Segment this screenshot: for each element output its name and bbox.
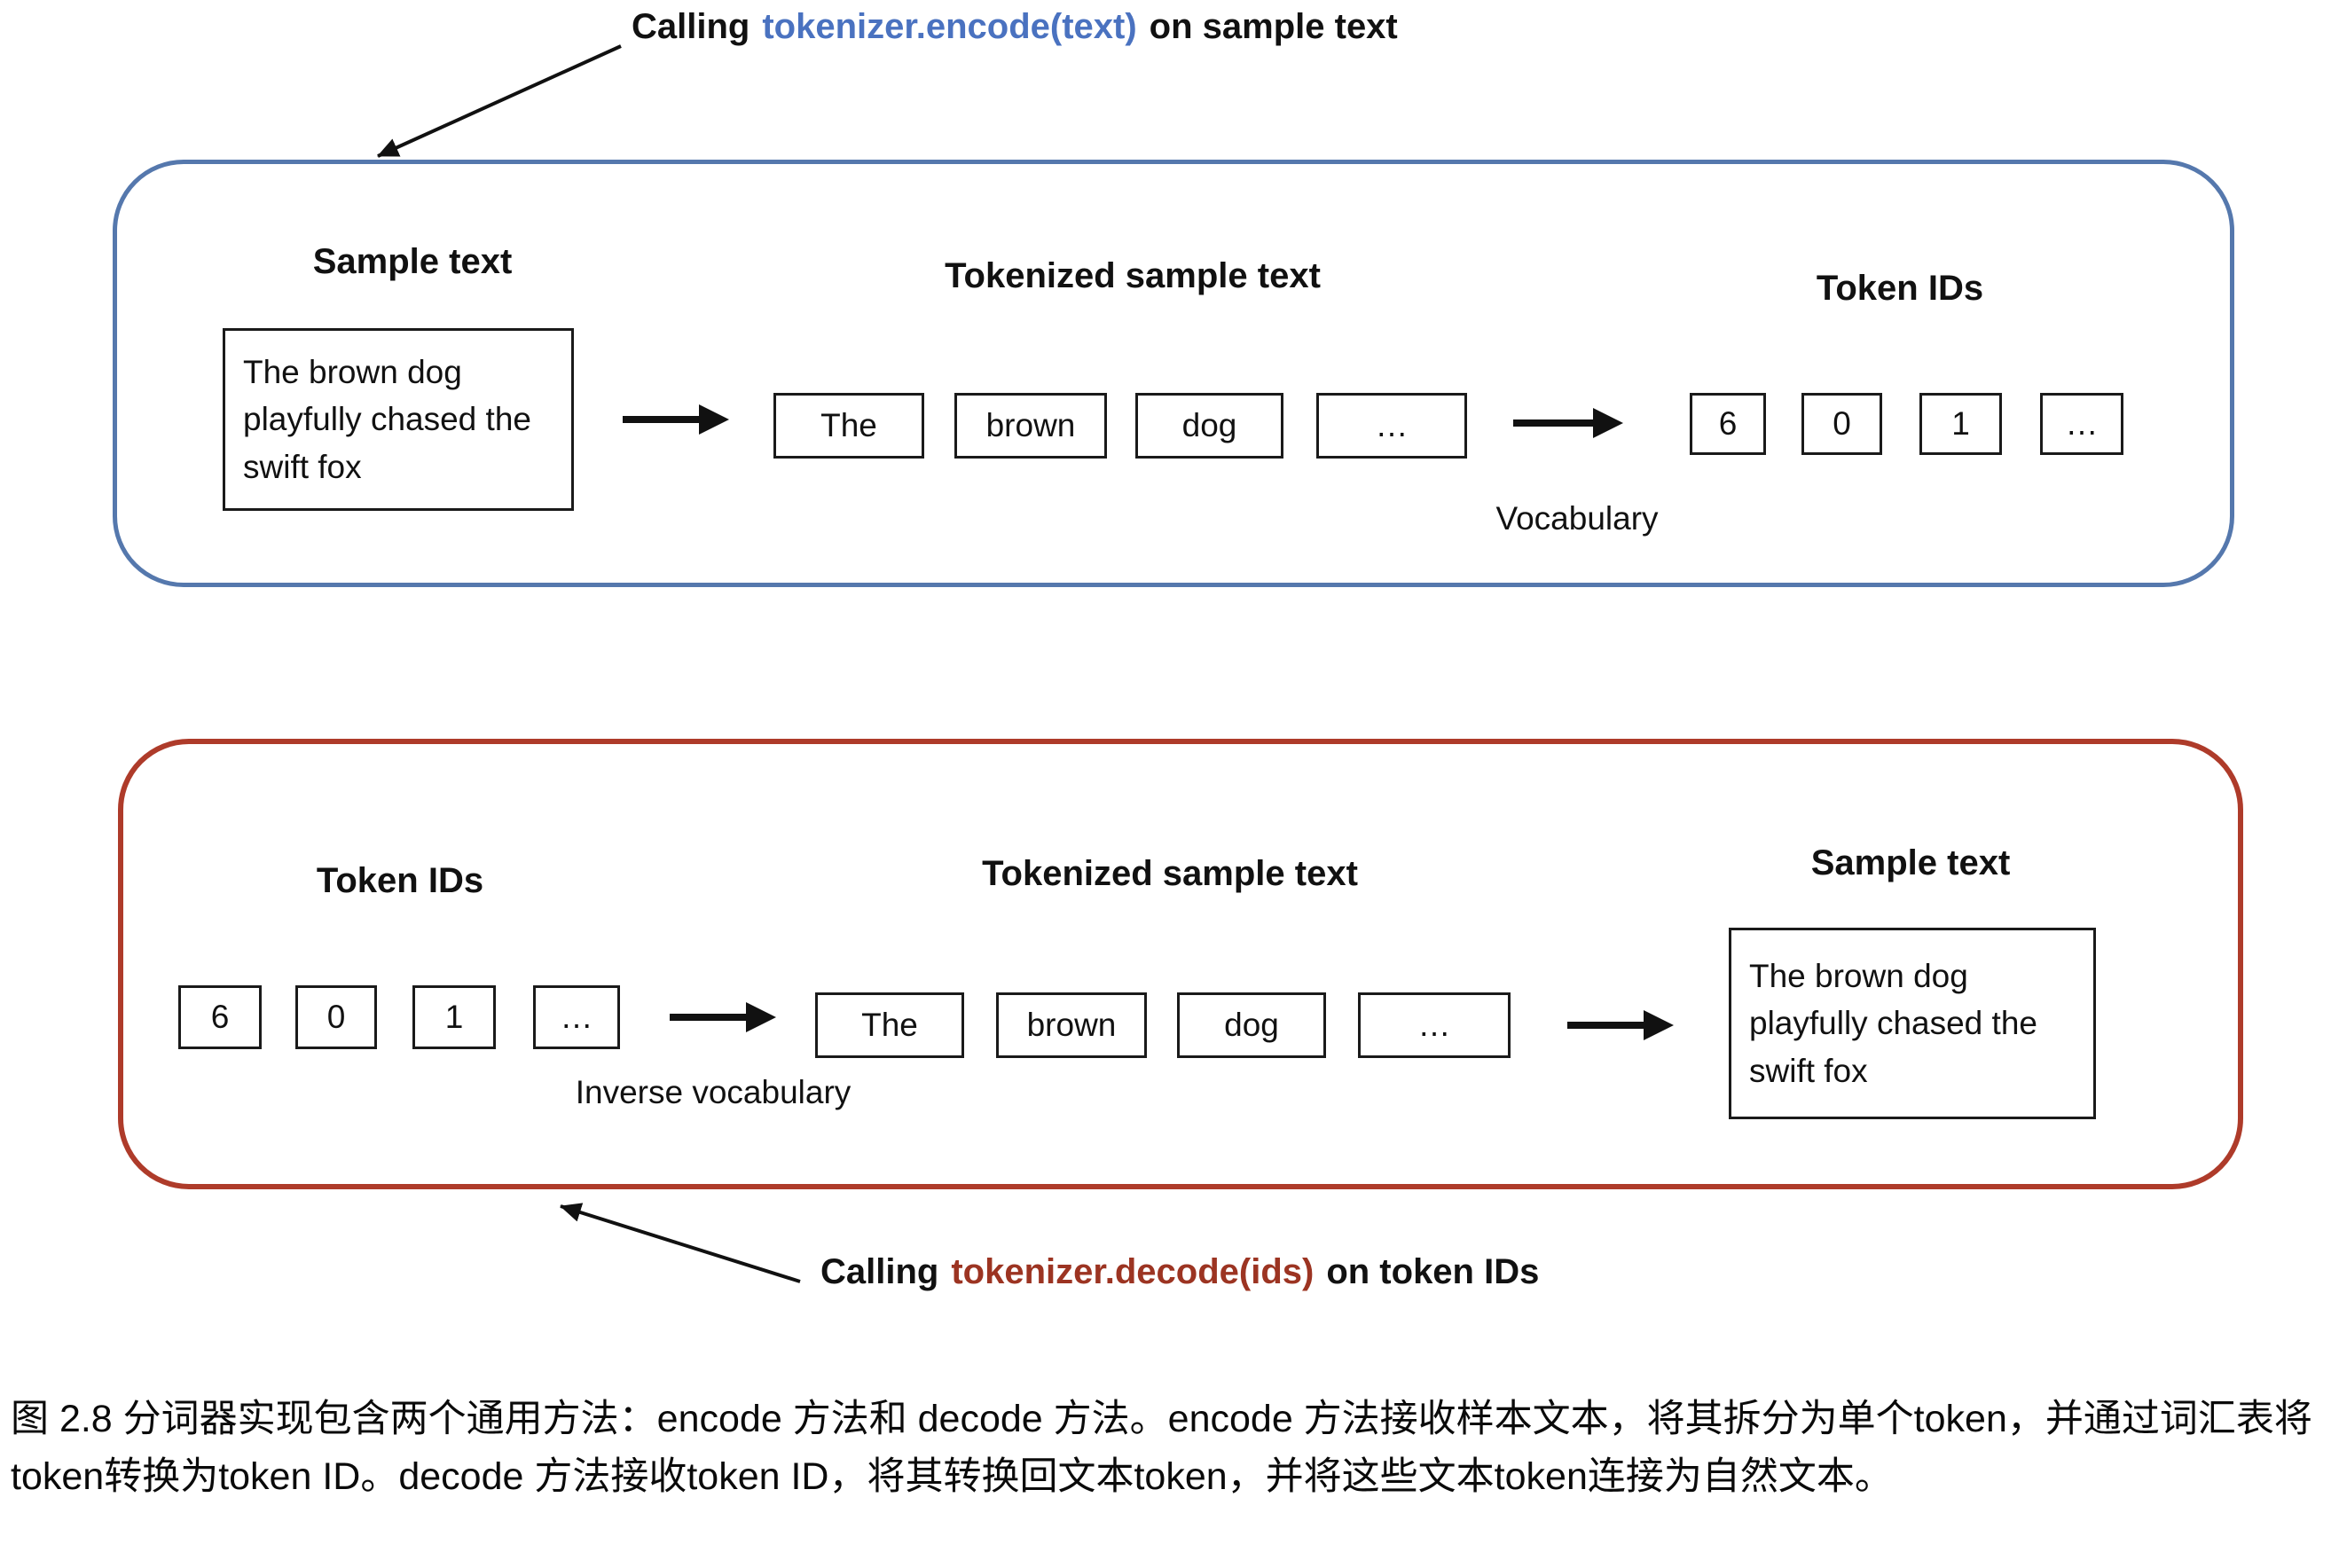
flow-arrow [1567,1010,1674,1040]
token-box: dog [1135,393,1283,459]
flow-arrow [1513,408,1623,438]
decode-sample-textbox: The brown dog playfully chased the swift… [1729,928,2096,1119]
inverse-vocabulary-label: Inverse vocabulary [575,1074,852,1110]
token-box: brown [996,992,1147,1058]
token-id-box-ellipsis: … [533,985,620,1049]
decode-code-label: tokenizer.decode(ids) [951,1252,1315,1291]
token-id-box-ellipsis: … [2040,393,2123,455]
decode-annotation-arrow [560,1203,801,1283]
decode-sample-heading: Sample text [1810,843,2011,882]
flow-arrow [670,1002,776,1032]
flow-arrow [623,404,729,435]
encode-ids-heading: Token IDs [1816,269,1984,308]
token-id-box: 0 [295,985,377,1049]
decode-annotation-prefix: Calling [820,1252,939,1291]
encode-tokenized-heading: Tokenized sample text [945,256,1321,295]
token-box: brown [954,393,1107,459]
token-box: dog [1177,992,1326,1058]
encode-annotation: Calling tokenizer.encode(text) on sample… [632,7,1398,47]
token-box: The [815,992,964,1058]
encode-sample-text: The brown dog playfully chased the swift… [243,353,531,485]
token-box-ellipsis: … [1316,393,1467,459]
encode-annotation-arrow [377,44,622,158]
encode-sample-heading: Sample text [312,242,513,281]
token-id-box: 1 [412,985,496,1049]
token-id-box: 0 [1801,393,1882,455]
token-box-ellipsis: … [1358,992,1511,1058]
decode-flow-box: Token IDs 6 0 1 … Inverse vocabulary Tok… [118,739,2243,1189]
vocabulary-label: Vocabulary [1495,500,1659,537]
decode-ids-heading: Token IDs [316,861,484,900]
token-id-box: 6 [178,985,262,1049]
decode-tokenized-heading: Tokenized sample text [982,854,1358,893]
decode-annotation-suffix: on token IDs [1326,1252,1540,1291]
encode-annotation-suffix: on sample text [1149,7,1398,46]
token-id-box: 1 [1919,393,2002,455]
token-id-box: 6 [1690,393,1766,455]
encode-sample-textbox: The brown dog playfully chased the swift… [223,328,574,511]
decode-annotation: Calling tokenizer.decode(ids) on token I… [820,1252,1539,1292]
figure-caption: 图 2.8 分词器实现包含两个通用方法：encode 方法和 decode 方法… [11,1398,2312,1498]
decode-sample-text: The brown dog playfully chased the swift… [1749,957,2037,1089]
encode-flow-box: Sample text The brown dog playfully chas… [113,160,2234,587]
encode-code-label: tokenizer.encode(text) [762,7,1137,46]
encode-annotation-prefix: Calling [632,7,750,46]
token-box: The [773,393,924,459]
